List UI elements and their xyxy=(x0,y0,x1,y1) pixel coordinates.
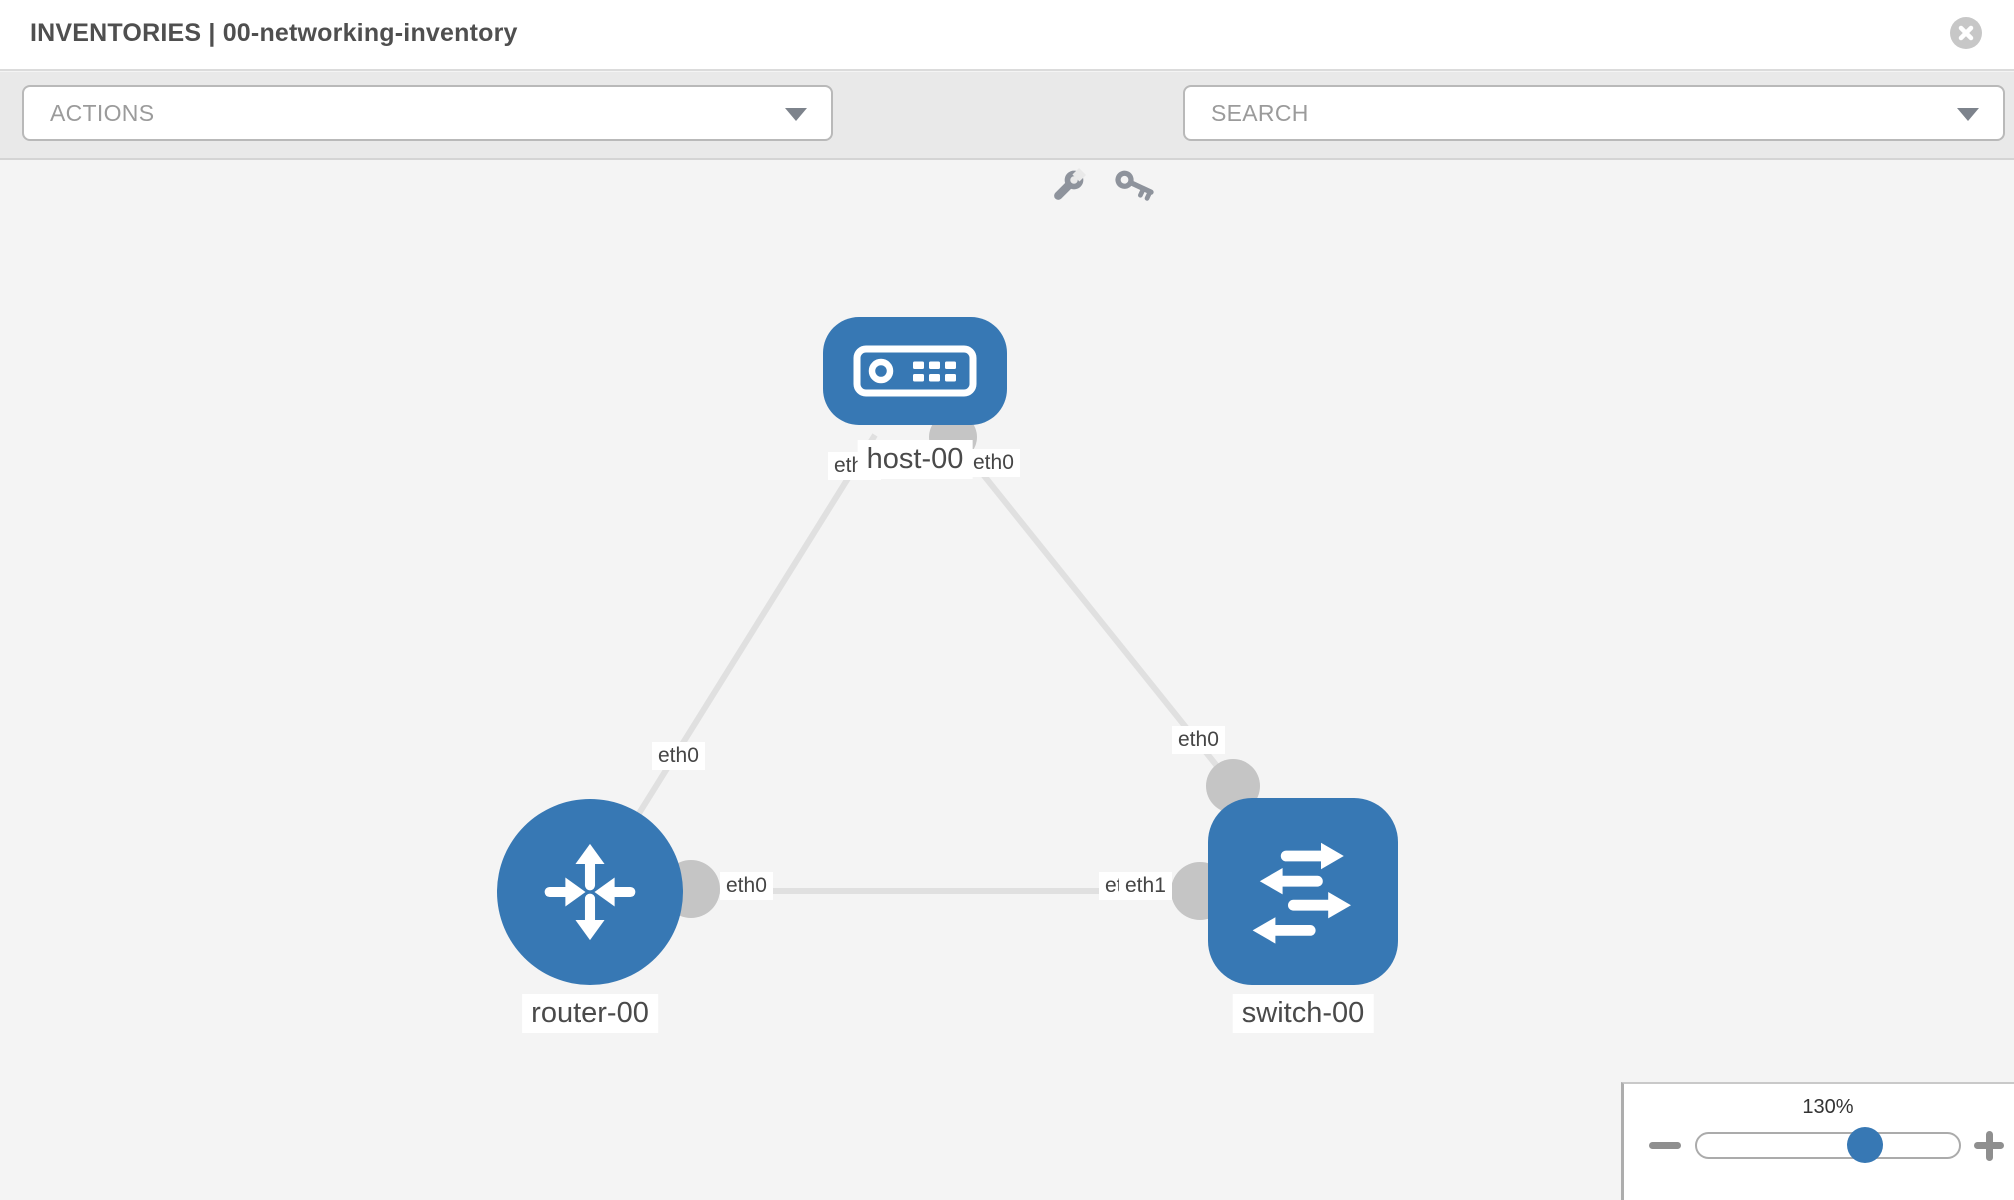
actions-dropdown-label: ACTIONS xyxy=(50,99,155,126)
search-dropdown[interactable] xyxy=(1183,85,2005,141)
actions-dropdown[interactable]: ACTIONS xyxy=(22,85,833,141)
plus-icon xyxy=(1985,1131,1993,1161)
interface-label-switch-eth1: eth1 xyxy=(1119,872,1172,900)
switch-icon xyxy=(1252,842,1351,944)
node-router-00[interactable] xyxy=(497,799,683,985)
node-host-00[interactable] xyxy=(823,317,1007,425)
header: INVENTORIES | 00-networking-inventory xyxy=(0,0,2014,71)
key-icon xyxy=(1115,170,1154,201)
key-button[interactable] xyxy=(1111,163,1159,211)
search-input[interactable] xyxy=(1185,87,2003,139)
zoom-slider-thumb[interactable] xyxy=(1847,1127,1883,1163)
node-label-host-00: host-00 xyxy=(857,440,973,479)
zoom-panel: 130% xyxy=(1621,1082,2014,1200)
close-button[interactable] xyxy=(1950,17,1982,49)
chevron-down-icon[interactable] xyxy=(1957,108,1979,121)
interface-label-host-eth0-right: eth0 xyxy=(967,449,1020,477)
page-title: INVENTORIES | 00-networking-inventory xyxy=(30,19,518,47)
node-label-router-00: router-00 xyxy=(522,994,658,1033)
router-icon xyxy=(544,843,636,941)
zoom-level-value: 130% xyxy=(1802,1096,1854,1118)
interface-label-router-switch-eth0: eth0 xyxy=(720,872,773,900)
interface-label-router-host-eth0: eth0 xyxy=(652,742,705,770)
wrench-icon xyxy=(1054,167,1087,200)
close-icon xyxy=(1958,25,1974,41)
zoom-out-button[interactable] xyxy=(1649,1142,1681,1149)
zoom-slider[interactable] xyxy=(1695,1132,1961,1159)
chevron-down-icon xyxy=(785,108,807,121)
network-canvas[interactable] xyxy=(0,160,2014,1200)
node-switch-00[interactable] xyxy=(1208,798,1398,985)
zoom-in-button[interactable] xyxy=(1972,1129,2006,1163)
toolbar: ACTIONS xyxy=(0,72,2014,201)
host-icon xyxy=(853,345,977,397)
node-label-switch-00: switch-00 xyxy=(1232,994,1374,1033)
tools-button[interactable] xyxy=(1043,163,1091,211)
interface-label-host-switch-eth0: eth0 xyxy=(1172,726,1225,754)
